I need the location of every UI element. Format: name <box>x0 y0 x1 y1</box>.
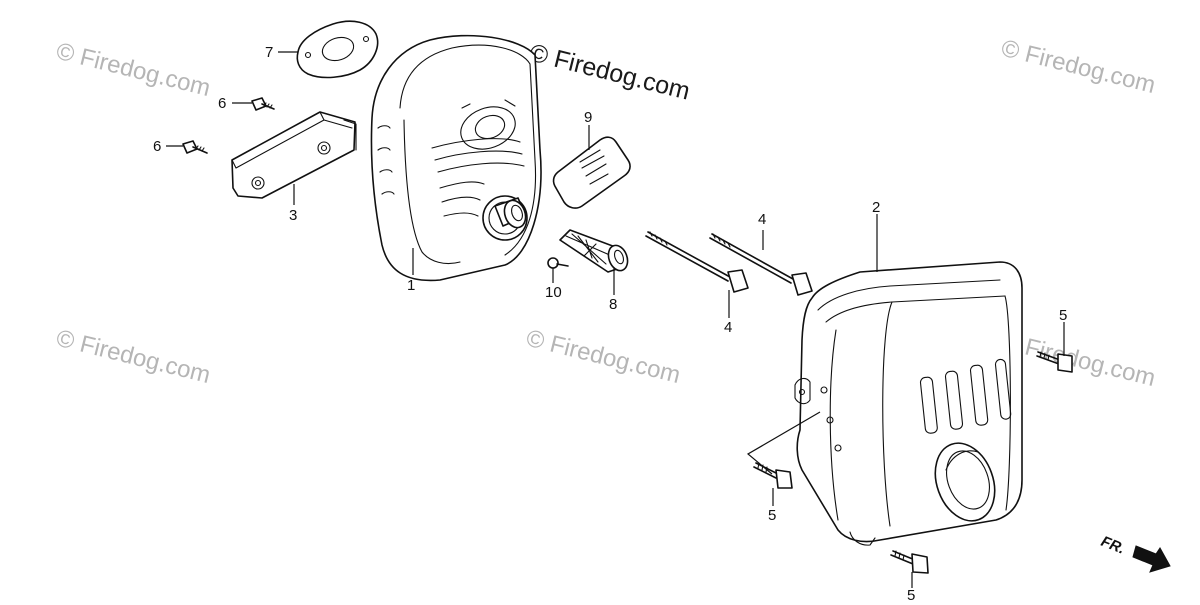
callout-2: 2 <box>872 199 880 216</box>
part-bolt-left <box>753 462 793 489</box>
callout-4-upper: 4 <box>758 211 766 228</box>
part-long-bolt-upper <box>709 233 813 296</box>
callout-8: 8 <box>609 296 617 313</box>
watermark-faint: © Firedog.com <box>54 38 214 102</box>
part-long-bolt-lower <box>645 231 749 293</box>
part-small-screw <box>547 257 569 269</box>
part-bolt-right <box>1036 351 1073 373</box>
callout-9: 9 <box>584 109 592 126</box>
leader-lines <box>166 51 1065 588</box>
part-muffler <box>370 34 542 282</box>
callout-3: 3 <box>289 207 297 224</box>
part-label-plate <box>552 136 631 209</box>
callout-labels: 1 2 3 4 4 5 5 5 6 6 7 8 9 10 <box>153 44 1067 604</box>
watermark-faint: © Firedog.com <box>999 35 1159 99</box>
part-gasket <box>296 20 379 79</box>
watermark-faint: © Firedog.com <box>54 325 214 389</box>
front-direction-marker: FR. <box>1099 533 1171 573</box>
front-label: FR. <box>1099 533 1128 558</box>
callout-5-left: 5 <box>768 507 776 524</box>
callout-7: 7 <box>265 44 273 61</box>
part-muffler-cover <box>794 261 1023 546</box>
callout-5-bottom: 5 <box>907 587 915 604</box>
callout-6-upper: 6 <box>218 95 226 112</box>
callout-5-right: 5 <box>1059 307 1067 324</box>
callout-6-lower: 6 <box>153 138 161 155</box>
front-arrow-icon <box>1132 545 1171 573</box>
callout-10: 10 <box>545 284 562 301</box>
part-screw-lower <box>182 140 208 154</box>
callout-1: 1 <box>407 277 415 294</box>
callout-4-lower: 4 <box>724 319 732 336</box>
part-bolt-bottom <box>890 550 929 574</box>
part-bracket <box>231 111 357 199</box>
part-screw-upper <box>251 97 275 111</box>
part-spark-arrester <box>559 229 629 273</box>
watermark-main: © Firedog.com <box>527 39 693 106</box>
watermark-faint: © Firedog.com <box>524 325 684 389</box>
